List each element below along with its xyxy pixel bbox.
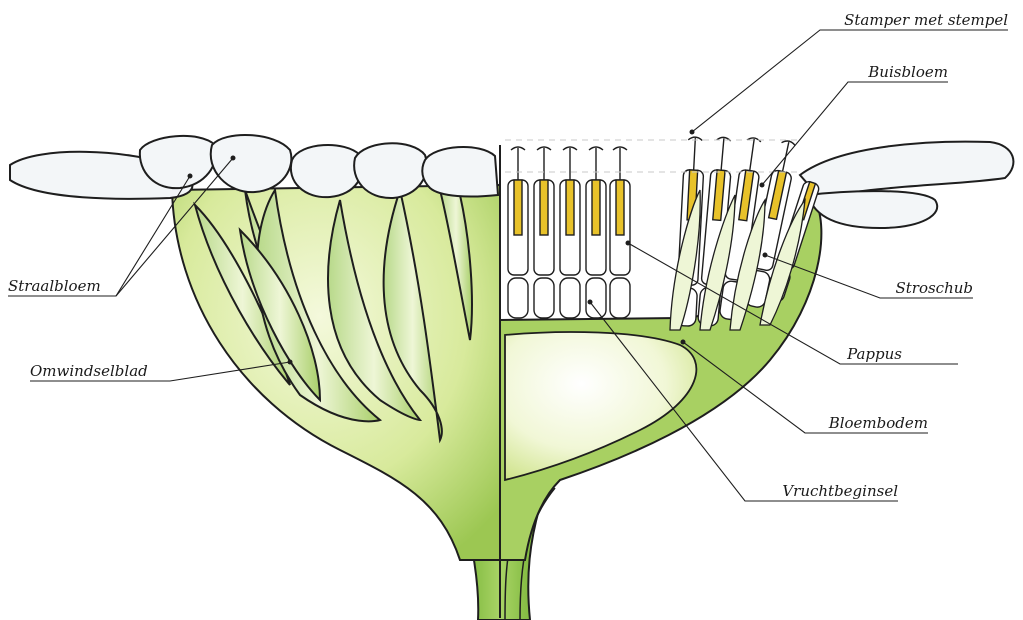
- disc-floret-2: [534, 147, 554, 318]
- dot-straalbloem-1: [188, 174, 193, 179]
- disc-floret-5: [610, 147, 630, 318]
- dot-stroschub: [763, 253, 768, 258]
- ray-petal-3: [211, 135, 292, 192]
- dot-bloembodem: [681, 340, 686, 345]
- disc-floret-4: [586, 147, 606, 318]
- dot-vruchtbeginsel: [588, 300, 593, 305]
- disc-floret-3: [560, 147, 580, 318]
- label-pappus: Pappus: [840, 346, 902, 362]
- disc-floret-1: [508, 147, 528, 318]
- label-stamper-met-stempel: Stamper met stempel: [820, 12, 1008, 28]
- ray-florets-right: [800, 142, 1013, 228]
- dot-stamper: [690, 130, 695, 135]
- label-omwindselblad: Omwindselblad: [30, 363, 148, 379]
- label-straalbloem: Straalbloem: [8, 278, 101, 294]
- leader-stamper: [692, 30, 1008, 132]
- dot-buisbloem: [760, 183, 765, 188]
- ray-petal-4: [291, 145, 362, 197]
- ray-petal-6: [422, 147, 498, 197]
- label-vruchtbeginsel: Vruchtbeginsel: [745, 483, 898, 499]
- ray-petal-2: [140, 136, 216, 188]
- ray-petal-5: [354, 143, 427, 198]
- label-buisbloem: Buisbloem: [848, 64, 948, 80]
- dot-omwindselblad: [288, 360, 293, 365]
- ray-petal-right-1: [800, 142, 1013, 198]
- dot-pappus: [626, 241, 631, 246]
- dot-straalbloem-2: [231, 156, 236, 161]
- label-bloembodem: Bloembodem: [805, 415, 928, 431]
- ray-petal-right-2: [808, 191, 937, 228]
- label-stroschub: Stroschub: [880, 280, 973, 296]
